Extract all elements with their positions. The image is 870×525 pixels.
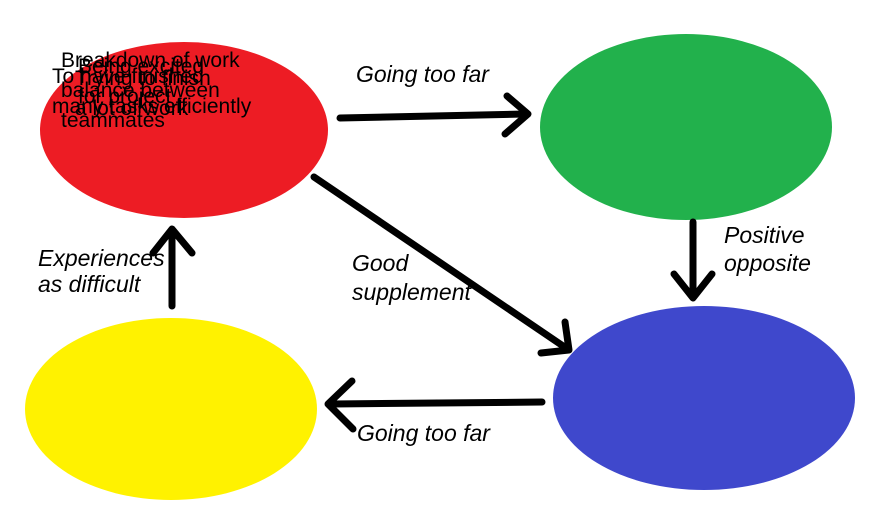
edge-label-line: Experiences [38, 245, 165, 271]
edge-label-going-too-far-bottom: Going too far [357, 420, 490, 446]
arrow-excited-to-finish [336, 92, 532, 138]
edge-label-good-supplement: Good supplement [352, 249, 471, 307]
edge-label-positive-opposite: Positive opposite [724, 221, 811, 277]
node-label-line: To have finished [52, 65, 204, 88]
node-finished-many-tasks-label: To have finished many tasks efficiently [52, 62, 251, 122]
node-being-excited-label: Being excited for project [78, 52, 204, 112]
arrow-excited-to-finished [310, 173, 573, 357]
node-breakdown-of-work-label: Breakdown of work balance between teamma… [61, 46, 240, 136]
arrow-finished-to-breakdown [324, 377, 546, 433]
node-label-line: Breakdown of work [61, 49, 240, 72]
edge-label-line: Good [352, 250, 409, 276]
node-breakdown-of-work [25, 318, 317, 500]
edge-label-line: supplement [352, 279, 471, 305]
node-label-line: Trying to finish [75, 67, 211, 90]
node-label-line: Being excited [78, 55, 205, 78]
node-finished-many-tasks [553, 306, 855, 490]
node-label-line: for project [78, 85, 172, 108]
node-label-line: teammates [61, 109, 165, 132]
node-trying-to-finish-label: Trying to finish a lot of work [75, 64, 211, 124]
node-label-line: many tasks efficiently [52, 95, 252, 118]
edge-label-experiences-as-difficult: Experiences as difficult [38, 245, 165, 297]
edge-label-going-too-far-top: Going too far [356, 61, 489, 87]
arrow-breakdown-to-excited [149, 225, 196, 310]
node-label-line: balance between [61, 79, 220, 102]
node-being-excited [40, 42, 328, 218]
arrow-finish-to-finished [670, 218, 716, 302]
edge-label-line: Positive [724, 222, 805, 248]
node-label-line: a lot of work [75, 97, 189, 120]
edge-label-line: as difficult [38, 271, 141, 297]
edge-label-line: opposite [724, 250, 811, 276]
node-trying-to-finish [540, 34, 832, 220]
